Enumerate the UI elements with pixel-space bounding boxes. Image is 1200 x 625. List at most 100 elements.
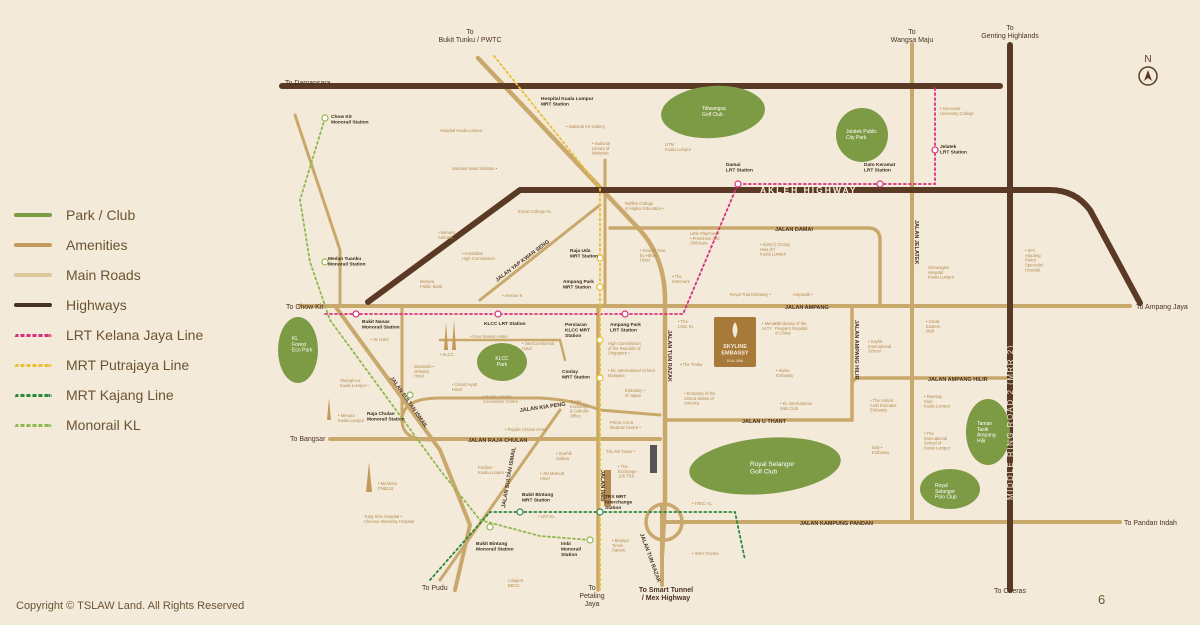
station-dot: [621, 310, 629, 318]
amenity-label: Italy •Embassy: [872, 445, 890, 455]
station-markers: [321, 114, 939, 544]
road-label: JALAN DAMAI: [775, 227, 813, 233]
amenity-label: • IKEA Cheras: [692, 551, 719, 556]
road-jalan-damai: [608, 226, 882, 306]
road-label: JALAN SULTAN ISMAIL: [501, 446, 518, 508]
landmark-icons: [327, 320, 657, 506]
tslaw-tower-icon: [604, 470, 611, 506]
amenity-labels: Hospital Kuala Lumpur • National Art Gal…: [338, 106, 1044, 588]
merdeka-tower-icon: [366, 462, 372, 492]
amenity-label: Erican College KL: [518, 209, 552, 214]
road-pudu: [438, 408, 562, 582]
legend-swatch: [14, 243, 52, 247]
exchange-106-icon: [650, 445, 657, 473]
station-dot: [931, 146, 939, 154]
amenity-label: • Avenue K: [502, 293, 523, 298]
compass-arrow-icon: [1144, 70, 1152, 81]
park-taman-tasik: [966, 399, 1010, 465]
amenity-label: Tung Shin Hospital •Chinese Maternity Ho…: [364, 514, 414, 524]
main-roads: [293, 42, 1132, 592]
direction-label: To Chow Kit: [286, 304, 323, 311]
amenity-label: • LRT KL: [538, 514, 555, 519]
station-dot: [596, 508, 604, 516]
station-dot: [596, 254, 604, 262]
direction-label: To Ampang Jaya: [1136, 304, 1188, 311]
park-kl-forest: [278, 317, 318, 383]
amenity-label: • W Hotel: [371, 337, 389, 342]
legend-label: Park / Club: [66, 207, 136, 223]
road-label: JALAN AMPANG: [785, 305, 829, 311]
station-label: KLCC LRT Station: [484, 321, 526, 327]
legend-swatch: [14, 393, 52, 397]
legend-item: Monorail KL: [14, 410, 224, 440]
legend-item: Park / Club: [14, 200, 224, 230]
direction-label: To Bangsar: [290, 436, 326, 443]
highway-label-duke: DUKE HIGHWAY: [640, 75, 734, 85]
legend-swatch: [14, 423, 52, 427]
station-dot: [321, 258, 329, 266]
park-royal-selangor-golf: [689, 437, 841, 495]
direction-label: To Smart Tunnel/ Mex Highway: [639, 587, 693, 602]
road-label: JALAN AMPANG HILIR: [928, 377, 988, 383]
park-klcc: [477, 343, 527, 381]
monorail-kl-line: [299, 117, 591, 541]
highways: [279, 42, 1143, 593]
trx-roundabout: [644, 502, 684, 542]
road-left-diagonal: [293, 113, 342, 308]
station-dot: [586, 536, 594, 544]
legend-label: MRT Putrajaya Line: [66, 357, 190, 373]
petronas-towers-icon: [444, 320, 456, 350]
station-dot: [734, 180, 742, 188]
mrt-putrajaya-line: [493, 55, 601, 591]
legend-swatch: [14, 273, 52, 277]
park-jelatek: [836, 108, 888, 162]
project-box: [714, 317, 756, 367]
mrt-kajang-line: [429, 511, 746, 581]
legend-label: Main Roads: [66, 267, 141, 283]
direction-label: To Damansara: [285, 80, 331, 87]
legend-swatch: [14, 303, 52, 307]
station-dot: [876, 180, 884, 188]
legend-swatch: [14, 333, 52, 337]
menara-kl-icon: [327, 398, 331, 420]
station-dot: [596, 283, 604, 291]
compass-label: N: [1144, 54, 1151, 65]
road-label: JALAN KAMPUNG PANDAN: [800, 521, 873, 527]
amenity-label: Royal Thai Embassy •: [730, 292, 771, 297]
highway-label-akleh: AKLEH HIGHWAY: [760, 185, 857, 195]
